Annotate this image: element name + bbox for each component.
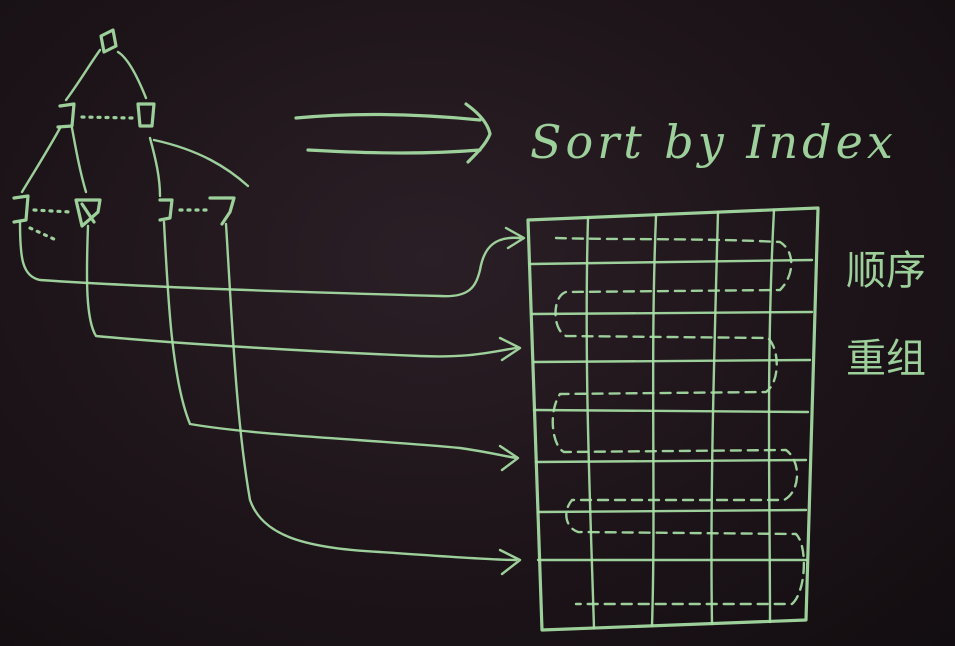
grid-hline xyxy=(534,458,808,464)
arrow-leaf-4 xyxy=(224,222,522,576)
grid-hline xyxy=(530,310,814,316)
tree xyxy=(12,28,250,242)
tree-node-l3-4 xyxy=(208,196,236,226)
grid-hline xyxy=(532,408,810,414)
grid-vline xyxy=(650,214,658,628)
tree-node-l2-right xyxy=(136,102,156,128)
tree-dots-l3-a xyxy=(32,208,72,214)
arrow-leaf-1 xyxy=(18,220,526,298)
grid-hline xyxy=(536,508,808,514)
grid-vline xyxy=(767,208,776,624)
side-note-line-1: 顺序 xyxy=(846,248,926,294)
tree-node-l3-2 xyxy=(74,198,102,228)
tree-node-l3-1 xyxy=(12,194,30,224)
grid-cols xyxy=(585,208,776,630)
tree-node-l2-left xyxy=(56,102,76,129)
tree-edge-l2-right-b xyxy=(152,138,250,188)
diagram-title: Sort by Index xyxy=(530,115,897,169)
tree-root-node xyxy=(99,28,118,54)
grid-hline xyxy=(528,258,814,266)
arrow-right-icon xyxy=(294,102,492,164)
arrow-leaf-3 xyxy=(162,220,520,472)
sort-arrow xyxy=(294,102,492,164)
tree-dots-l2 xyxy=(80,115,134,120)
tree-node-l3-3 xyxy=(158,198,174,222)
tree-edge-l2-left-b xyxy=(70,126,88,194)
grid-vline xyxy=(710,210,720,626)
tree-edge-root-right xyxy=(116,50,148,100)
grid-border xyxy=(526,206,820,632)
mapping-arrows xyxy=(18,220,526,576)
grid-rows xyxy=(528,258,814,562)
sorted-grid xyxy=(526,206,820,632)
tree-edge-l2-right-a xyxy=(148,136,162,198)
grid-hline xyxy=(532,358,812,364)
arrow-leaf-2 xyxy=(85,224,522,362)
grid-snake-path xyxy=(551,236,806,606)
tree-dots-l3-c xyxy=(28,226,58,242)
tree-edge-root-left xyxy=(64,48,102,102)
grid-vline xyxy=(585,216,596,630)
side-note-line-2: 重组 xyxy=(846,336,926,382)
tree-edge-l2-left-a xyxy=(20,126,62,194)
